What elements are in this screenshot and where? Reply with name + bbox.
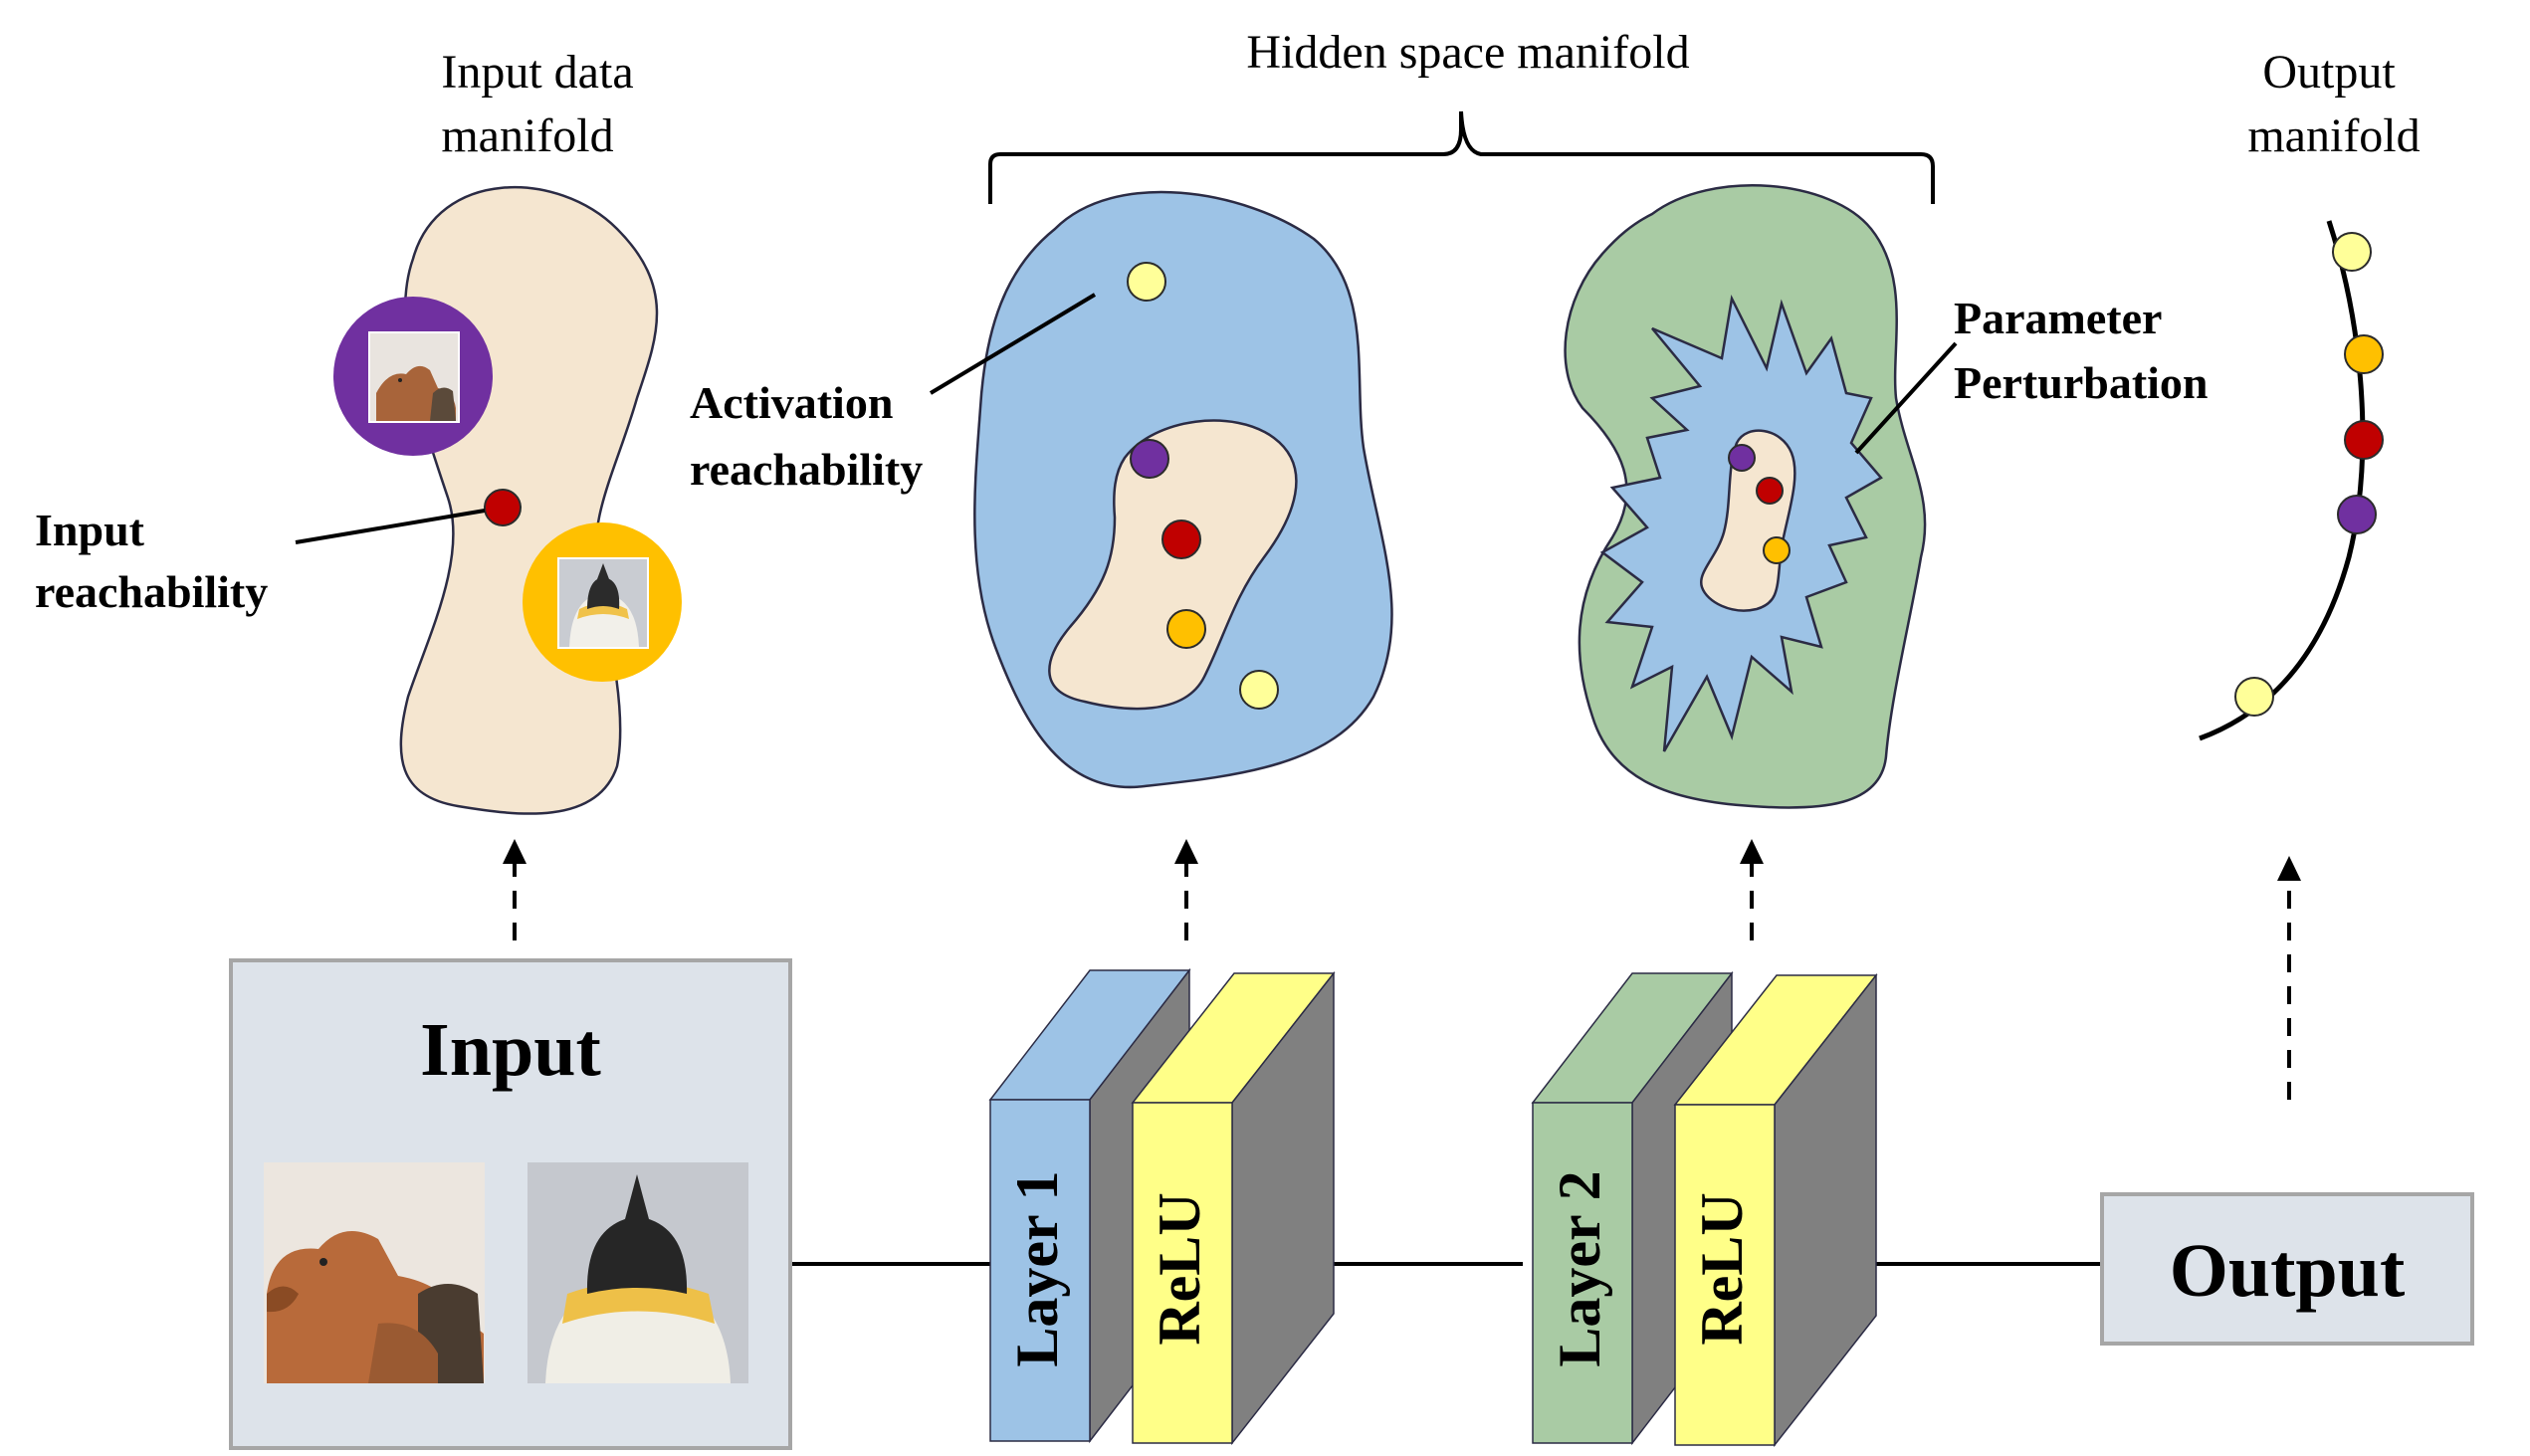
activation-point-purple [1130, 439, 1169, 479]
penguin-sample-circle [523, 522, 682, 682]
layer1-label: Layer 1 [1004, 1170, 1070, 1366]
input-reachability-point [484, 489, 522, 526]
output-point-red [2344, 420, 2384, 460]
activation-point-yellow-top [1127, 262, 1166, 302]
input-box-title: Input [420, 1008, 601, 1092]
arrowhead-input [503, 839, 527, 864]
activation-inner-region [1048, 419, 1298, 711]
perturbation-point-red [1756, 477, 1784, 505]
perturbation-point-purple [1728, 444, 1756, 472]
activation-reachability-label-2: reachability [690, 444, 923, 495]
input-manifold-title-1: Input data [441, 46, 633, 99]
perturbation-inner-region [1699, 429, 1796, 612]
parameter-perturbation-label-1: Parameter [1954, 293, 2162, 343]
parameter-perturbation-leader [1854, 341, 1958, 455]
activation-point-yellow-bottom [1239, 670, 1279, 710]
layer2-label: Layer 2 [1547, 1170, 1612, 1366]
arrowheads [503, 839, 2301, 881]
arrowhead-output [2277, 856, 2301, 881]
hidden-manifold-title: Hidden space manifold [1246, 26, 1689, 79]
output-box-title: Output [2170, 1229, 2406, 1313]
output-manifold-title-2: manifold [2247, 109, 2420, 162]
dashed-arrows [513, 856, 2291, 1100]
relu2-block: ReLU [1673, 972, 1878, 1448]
relu1-block: ReLU [1131, 970, 1336, 1446]
activation-point-red [1161, 520, 1201, 559]
hidden-manifold-brace [988, 110, 1935, 204]
activation-point-orange [1166, 609, 1206, 649]
input-data-manifold [399, 185, 659, 815]
output-point-purple [2337, 495, 2377, 534]
output-point-orange [2344, 334, 2384, 374]
arrowhead-layer1 [1174, 839, 1198, 864]
input-reachability-label-1: Input [35, 505, 145, 555]
input-reachability-label-2: reachability [35, 566, 268, 617]
input-box: Input [229, 958, 792, 1450]
relu2-label: ReLU [1689, 1192, 1755, 1345]
output-box: Output [2100, 1192, 2474, 1346]
activation-reachability-leader [929, 293, 1097, 395]
penguin-photo [527, 1162, 748, 1383]
arrowhead-layer2 [1740, 839, 1764, 864]
camel-sample-circle [333, 297, 493, 456]
activation-reachability-label-1: Activation [690, 377, 893, 428]
output-point-yellow-top [2332, 232, 2372, 272]
relu1-label: ReLU [1147, 1192, 1212, 1345]
output-manifold-title-1: Output [2262, 46, 2396, 99]
input-reachability-leader [295, 509, 486, 544]
output-manifold-curve [2199, 220, 2366, 741]
input-manifold-title-2: manifold [441, 109, 613, 162]
perturbation-point-orange [1763, 536, 1791, 564]
parameter-perturbation-label-2: Perturbation [1954, 357, 2209, 408]
camel-photo [264, 1162, 485, 1383]
output-point-yellow-bottom [2234, 677, 2274, 717]
